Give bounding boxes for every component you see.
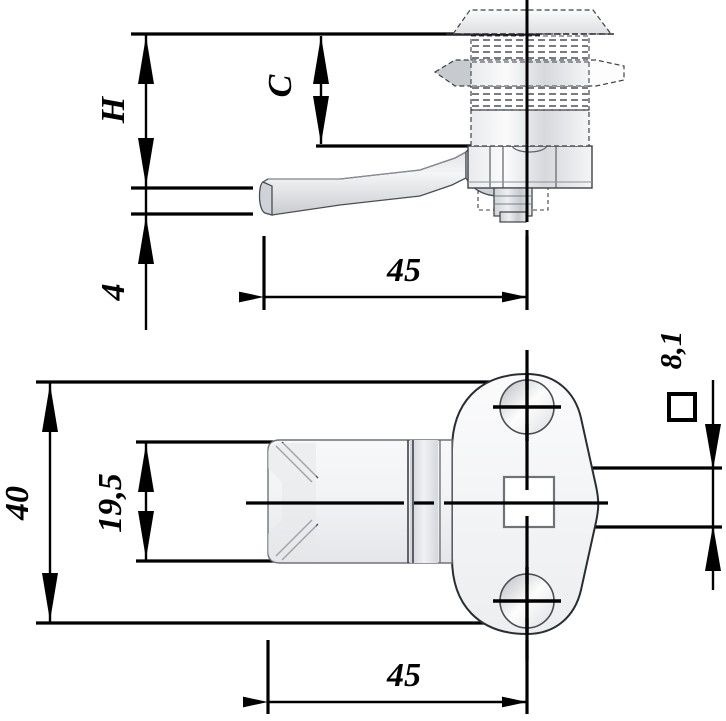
cam-flange (467, 145, 593, 189)
square-section-symbol-icon (667, 392, 697, 422)
dim-45-plan-label: 45 (386, 657, 421, 694)
dim-45-side-label: 45 (386, 252, 421, 289)
dim-40: 40 (0, 382, 58, 623)
dim-45-plan: 45 (243, 640, 529, 714)
threaded-barrel-upper (470, 35, 590, 63)
dim-45-side: 45 (239, 236, 529, 310)
view-plan: 40 19,5 8,1 45 (0, 331, 722, 714)
dim-C-label: C (262, 74, 299, 97)
centre-lines-plan (246, 350, 608, 660)
dim-81: 8,1 (653, 331, 721, 590)
dim-195: 19,5 (92, 442, 154, 561)
view-side-elevation: H 4 C 45 (95, 0, 625, 330)
threaded-barrel-lower (470, 71, 590, 147)
dim-40-label: 40 (0, 486, 36, 521)
dim-H-label: H (95, 95, 132, 124)
dim-H: H (95, 34, 154, 330)
wing-knob (433, 59, 625, 87)
dim-81-label: 8,1 (653, 331, 688, 370)
dim-4-label: 4 (95, 284, 132, 302)
lock-cap (446, 9, 617, 35)
cam-arm-plan (267, 439, 453, 564)
dim-4: 4 (95, 216, 154, 302)
dim-C: C (262, 36, 329, 144)
cam-lever (258, 150, 467, 216)
dim-195-label: 19,5 (92, 473, 129, 533)
